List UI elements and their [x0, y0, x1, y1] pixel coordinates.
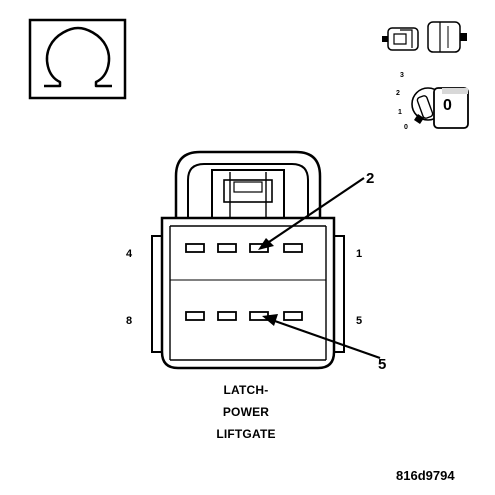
ignition-key-icon	[411, 87, 469, 129]
key-label: 0	[443, 97, 452, 114]
pin-cavity-4	[185, 243, 205, 253]
key-position-1: 1	[398, 109, 402, 116]
pin-label-8: 8	[126, 315, 133, 327]
connector-caption-line-3: LIFTGATE	[216, 427, 276, 441]
pin-cavity-3	[217, 243, 237, 253]
pin-label-5: 5	[356, 315, 363, 327]
callout-number-lower: 5	[378, 356, 387, 373]
connector-caption-line-2: POWER	[222, 405, 270, 419]
pin-label-1: 1	[356, 248, 363, 260]
pin-cavity-8	[185, 311, 205, 321]
callout-arrow-lower	[262, 314, 381, 360]
disconnected-connector-icon	[382, 21, 467, 53]
connector-caption-line-1: LATCH-	[223, 383, 269, 397]
callout-number-upper: 2	[366, 170, 375, 187]
pin-cavity-7	[217, 311, 237, 321]
key-position-0: 0	[404, 124, 408, 131]
pin-cavity-2	[249, 243, 269, 253]
key-position-3: 3	[400, 72, 404, 79]
figure-id: 816d9794	[396, 468, 455, 483]
ohm-icon	[28, 18, 127, 100]
connector-body	[151, 216, 345, 370]
key-position-2: 2	[396, 90, 400, 97]
connector-latch	[174, 150, 322, 219]
pin-row-top	[185, 243, 303, 253]
pin-cavity-1	[283, 243, 303, 253]
callout-arrow-upper	[258, 177, 365, 250]
pin-cavity-5	[283, 311, 303, 321]
pin-label-4: 4	[126, 248, 133, 260]
